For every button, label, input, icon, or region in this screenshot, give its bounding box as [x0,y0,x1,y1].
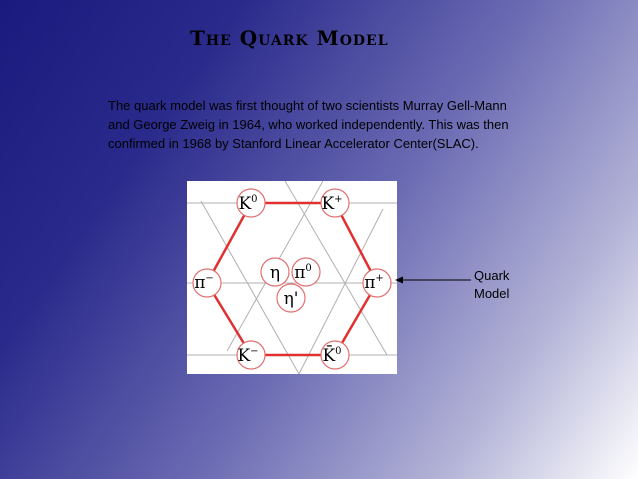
callout-line-1: Quark [474,268,510,283]
k0bar-circle [320,340,350,370]
k0-label: K0 [238,194,257,214]
eta-circle [260,257,290,287]
slide-title: The Quark Model [190,26,389,50]
piplus-circle [362,268,392,298]
etaprime-label: η' [284,289,299,309]
quark-model-diagram: K0 K+ π− π+ K− K̄0 η π0 η' [187,181,397,374]
body-text: The quark model was first thought of two… [108,98,509,151]
pi0-circle [291,257,321,287]
etaprime-circle [276,283,306,313]
diagram-svg: K0 K+ π− π+ K− K̄0 η π0 η' [187,181,397,374]
piminus-label: π− [194,273,214,293]
kminus-label: K− [237,346,258,366]
eta-label: η [270,263,280,283]
kplus-label: K+ [321,194,342,214]
k0-circle [236,188,266,218]
meson-octet-hexagon [205,201,379,357]
callout-arrow [395,276,471,284]
piplus-label: π+ [364,273,384,293]
callout-line-2: Model [474,286,510,301]
k0bar-label: K̄0 [322,344,341,366]
callout-label: Quark Model [474,267,534,303]
pi0-label: π0 [294,263,312,283]
piminus-circle [192,268,222,298]
kminus-circle [236,340,266,370]
kplus-circle [320,188,350,218]
